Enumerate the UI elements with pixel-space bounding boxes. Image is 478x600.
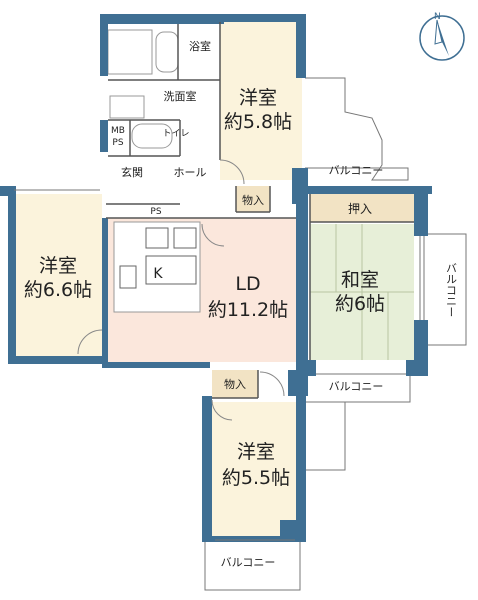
walls <box>0 14 432 542</box>
closet <box>310 194 414 222</box>
tatami-lines <box>310 224 414 360</box>
room-ld-size: 約11.2帖 <box>208 299 288 321</box>
room-western-top-name: 洋室 <box>239 87 277 109</box>
kitchen-counter <box>113 221 201 313</box>
room-ld-name: LD <box>235 273 260 295</box>
room-western-left-size: 約6.6帖 <box>24 279 92 301</box>
svg-text:N: N <box>434 12 441 22</box>
room-western-bottom-name: 洋室 <box>237 441 275 463</box>
door-swings <box>77 159 285 421</box>
toilet-label: トイレ <box>162 129 189 139</box>
room-western-top <box>220 22 302 180</box>
room-western-top-size: 約5.8帖 <box>224 111 292 133</box>
balcony-top-label: バルコニー <box>329 164 384 177</box>
storage-bottom <box>212 370 258 398</box>
north-compass-icon: N <box>419 12 465 61</box>
closet-label: 押入 <box>348 202 372 216</box>
room-western-left-name: 洋室 <box>39 255 77 277</box>
interior-walls <box>106 22 414 399</box>
storage-bottom-label: 物入 <box>224 377 246 391</box>
ps-label-1: PS <box>112 138 123 148</box>
storage-top <box>236 186 270 212</box>
balcony-mid-label: バルコニー <box>329 380 384 393</box>
mb-label: MB <box>111 126 125 136</box>
room-western-bottom <box>210 402 302 536</box>
room-western-bottom-size: 約5.5帖 <box>222 467 290 489</box>
balcony-right-label: バルコニー <box>445 263 458 318</box>
storage-top-label: 物入 <box>242 193 264 207</box>
room-western-left <box>14 194 102 362</box>
bath-label: 浴室 <box>189 39 211 53</box>
wet-area <box>107 29 179 149</box>
windows <box>14 189 425 541</box>
washroom-label: 洗面室 <box>164 89 197 103</box>
room-japanese-size: 約6帖 <box>335 293 385 315</box>
room-japanese-name: 和室 <box>341 269 379 291</box>
kitchen-label: K <box>153 266 163 282</box>
balcony-bottom-label: バルコニー <box>221 556 276 569</box>
entrance-label: 玄関 <box>121 165 143 179</box>
hall-label: ホール <box>174 166 207 179</box>
ps-label-2: PS <box>150 207 161 217</box>
